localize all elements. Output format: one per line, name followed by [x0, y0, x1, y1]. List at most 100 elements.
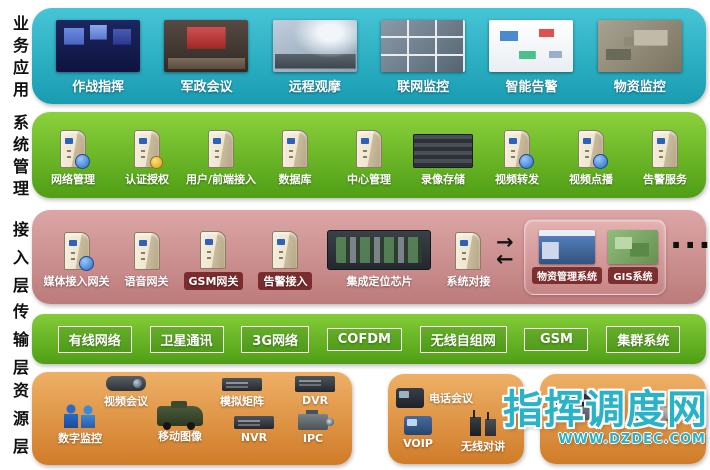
res-item-digital-monitoring: 数字监控 [38, 404, 122, 446]
access-item-label: 系统对接 [446, 274, 491, 288]
transport-layer-panel: 有线网络 卫星通讯 3G网络 COFDM 无线自组网 GSM 集群系统 [32, 314, 706, 364]
arrow-right-icon: → [496, 230, 514, 254]
access-item-media-gateway: 媒体接入网关 [44, 226, 110, 289]
application-layer-panel: 作战指挥 军政会议 远程观摩 联网监控 智能告警 物资监控 [32, 8, 706, 104]
res-item-dispatch-console [556, 390, 602, 420]
sys-item-authentication: 认证授权 [111, 124, 183, 187]
res-item-dvr: DVR [286, 376, 344, 407]
res-item-label: NVR [240, 431, 268, 444]
sys-item-label: 告警服务 [643, 172, 687, 186]
material-monitoring-photo [597, 19, 682, 72]
res-item-label: 移动图像 [158, 430, 202, 443]
app-item-combat-command: 作战指挥 [56, 19, 141, 95]
res-item-ipc: IPC [282, 410, 344, 445]
side-label-resource: 资源层 [10, 382, 29, 466]
app-item-military-conference: 军政会议 [164, 19, 249, 95]
walkie-talkie-icon [468, 410, 498, 436]
external-item-material-management: 物资管理系统 [532, 230, 602, 284]
server-tower-icon [60, 129, 90, 169]
res-item-label: VOIP [403, 437, 433, 450]
transport-item-3g: 3G网络 [241, 325, 309, 353]
access-layer-panel: 媒体接入网关 语音网关 GSM网关 告警接入 集成定位芯片 系统对接 [32, 210, 710, 304]
nvr-device-icon [234, 416, 274, 429]
sys-item-label: 视频转发 [495, 172, 539, 186]
matrix-device-icon [222, 378, 262, 391]
res-item-label: 视频会议 [104, 395, 148, 408]
gis-map-thumb [608, 230, 658, 264]
sys-item-label: 用户/前端接入 [185, 172, 257, 186]
arrow-left-icon: ← [496, 247, 514, 271]
access-item-label: 集成定位芯片 [346, 274, 413, 288]
res-item-analog-matrix: 模拟矩阵 [200, 378, 284, 409]
res-item-label: 数字监控 [58, 432, 102, 445]
side-label-application: 业务应用 [10, 15, 29, 103]
storage-rack-icon [413, 133, 473, 168]
transport-item-trunking: 集群系统 [606, 325, 681, 353]
res-item-mobile-image: 移动图像 [136, 401, 224, 444]
software-screenshot-thumb [539, 230, 595, 264]
app-item-network-monitoring: 联网监控 [381, 19, 466, 95]
transport-item-gsm: GSM [524, 327, 589, 351]
res-item-nvr: NVR [228, 416, 280, 444]
access-item-positioning-chip: 集成定位芯片 [327, 226, 432, 289]
dispatch-console-icon [556, 390, 602, 420]
sys-item-user-frontend-access: 用户/前端接入 [185, 124, 257, 187]
app-item-label: 智能告警 [505, 79, 558, 95]
network-monitoring-photo [381, 19, 466, 72]
sys-item-recording-storage: 录像存储 [407, 124, 479, 187]
access-item-alarm-access: 告警接入 [258, 225, 313, 290]
transport-item-cofdm: COFDM [326, 327, 402, 351]
access-item-label: 告警接入 [258, 271, 313, 290]
access-item-label: GSM网关 [183, 271, 244, 290]
server-tower-icon [652, 129, 678, 168]
bidirectional-arrows-icon: → ← [496, 230, 514, 271]
sys-item-label: 中心管理 [347, 172, 391, 186]
sys-item-video-on-demand: 视频点播 [555, 124, 627, 187]
access-item-system-integration: 系统对接 [446, 226, 490, 289]
armored-vehicle-icon [157, 401, 203, 430]
server-tower-icon [578, 129, 608, 169]
sys-item-label: 录像存储 [421, 172, 465, 186]
app-item-smart-alarm: 智能告警 [489, 19, 574, 95]
server-tower-icon [356, 129, 382, 168]
blue-figures-icon [62, 404, 98, 428]
sys-item-label: 数据库 [278, 172, 312, 186]
side-label-transport: 传输层 [10, 303, 29, 387]
sys-item-label: 网络管理 [51, 172, 95, 186]
app-item-label: 作战指挥 [72, 79, 125, 95]
sys-item-network-management: 网络管理 [37, 124, 109, 187]
side-label-access: 接入层 [10, 221, 29, 305]
res-item-voip: VOIP [394, 416, 442, 450]
system-management-layer-panel: 网络管理 认证授权 用户/前端接入 数据库 中心管理 录像存储 视频转发 视频 [32, 112, 706, 198]
server-tower-icon [455, 231, 482, 270]
app-item-label: 物资监控 [613, 79, 666, 95]
access-item-label: 媒体接入网关 [43, 274, 110, 288]
access-item-gsm-gateway: GSM网关 [183, 225, 244, 290]
resource-dispatch-box [540, 374, 706, 464]
res-item-label: IPC [302, 432, 324, 445]
sys-item-label: 认证授权 [125, 172, 169, 186]
voip-phone-icon [404, 416, 432, 435]
access-layer-items: 媒体接入网关 语音网关 GSM网关 告警接入 集成定位芯片 系统对接 [36, 210, 498, 304]
sys-item-video-forwarding: 视频转发 [481, 124, 553, 187]
server-tower-icon [208, 129, 234, 168]
sys-item-alarm-service: 告警服务 [629, 124, 701, 187]
app-item-label: 远程观摩 [288, 79, 341, 95]
res-item-command-vehicle [630, 396, 680, 424]
server-tower-icon [133, 231, 160, 270]
remote-viewing-photo [272, 19, 357, 72]
app-item-remote-viewing: 远程观摩 [272, 19, 357, 95]
external-item-gis: GIS系统 [608, 230, 658, 284]
external-item-label: GIS系统 [608, 267, 658, 284]
desk-phone-icon [396, 388, 424, 408]
res-item-video-conference: 视频会议 [80, 376, 172, 409]
sys-item-database: 数据库 [259, 124, 331, 187]
server-tower-icon [272, 230, 299, 269]
app-item-material-monitoring: 物资监控 [597, 19, 682, 95]
access-item-voice-gateway: 语音网关 [125, 226, 169, 289]
res-item-label: DVR [301, 394, 329, 407]
res-item-wireless-intercom: 无线对讲 [448, 410, 518, 454]
transport-item-adhoc: 无线自组网 [419, 325, 507, 353]
sys-item-label: 视频点播 [569, 172, 613, 186]
